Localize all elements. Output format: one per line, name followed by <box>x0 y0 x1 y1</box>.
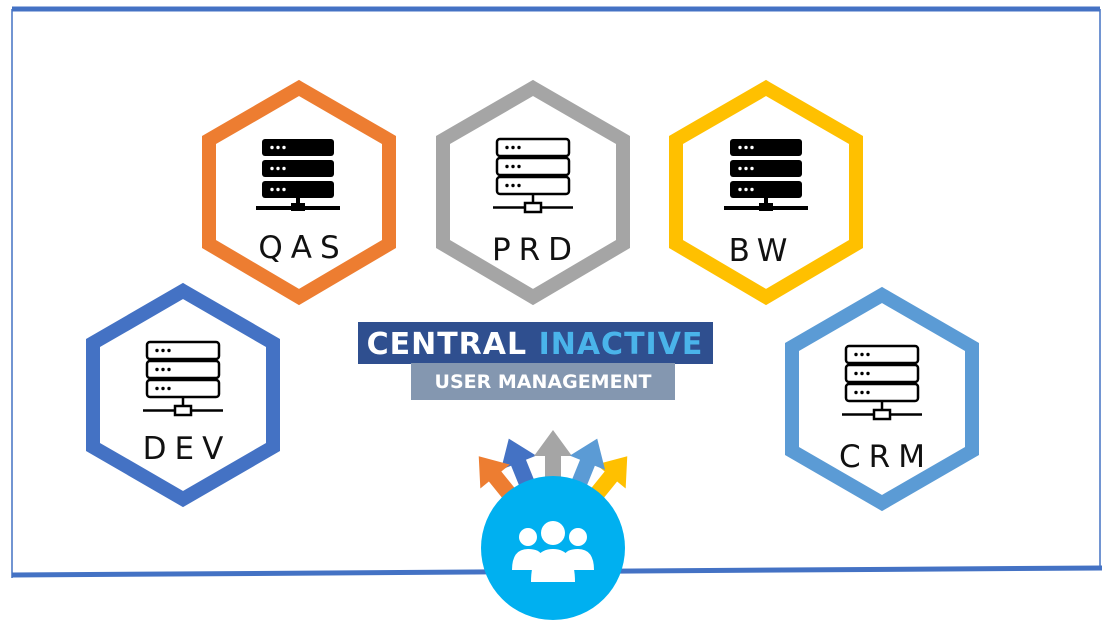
hub <box>481 476 625 620</box>
title-inactive: INACTIVE <box>539 327 704 362</box>
subtitle: USER MANAGEMENT <box>435 371 652 393</box>
subtitle-background <box>411 363 675 400</box>
user-group-icon <box>512 521 594 582</box>
hex-label-crm: CRM <box>839 439 933 475</box>
title-central: CENTRAL <box>367 327 528 362</box>
hex-node-bw: BW <box>669 79 863 306</box>
arrow-to-prd <box>534 430 572 488</box>
hex-label-qas: QAS <box>258 230 347 266</box>
hex-node-dev: DEV <box>86 282 280 508</box>
hex-node-crm: CRM <box>785 286 979 512</box>
title-background <box>358 322 713 364</box>
hex-node-qas: QAS <box>202 79 396 306</box>
title-line: CENTRAL INACTIVE <box>367 327 704 362</box>
hex-node-prd: PRD <box>436 79 630 306</box>
hub-circle <box>481 476 625 620</box>
hex-label-dev: DEV <box>143 431 232 467</box>
title-block: CENTRAL INACTIVE USER MANAGEMENT <box>358 322 713 400</box>
hex-label-bw: BW <box>729 233 796 269</box>
hex-label-prd: PRD <box>492 232 580 268</box>
